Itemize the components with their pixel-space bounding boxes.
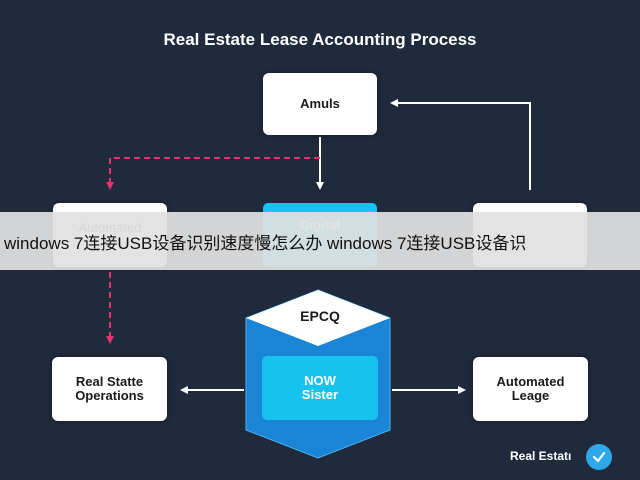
epcq-hexagon-top-face xyxy=(246,290,390,346)
node-now-sister: NOW Sister xyxy=(262,356,378,420)
watermark-banner: windows 7连接USB设备识别速度慢怎么办 windows 7连接USB设… xyxy=(0,212,640,270)
node-now-sister-label: NOW Sister xyxy=(301,373,339,402)
footer-label: Real Estatı xyxy=(510,449,572,463)
node-real-state-operations: Real Statte Operations xyxy=(52,357,167,421)
watermark-banner-text: windows 7连接USB设备识别速度慢怎么办 windows 7连接USB设… xyxy=(4,233,527,253)
node-epcq-label: EPCQ xyxy=(300,308,340,324)
dashed-arrow-to-automated xyxy=(106,157,320,190)
node-automated-lease: Automated Leage xyxy=(473,357,588,421)
node-automated-lease-label: Automated Leage xyxy=(496,374,565,403)
node-real-state-operations-label: Real Statte Operations xyxy=(75,374,144,403)
node-amuls: Amuls xyxy=(263,73,377,135)
check-circle-icon xyxy=(586,444,612,470)
node-amuls-label: Amuls xyxy=(300,96,340,111)
arrow-right-to-amuls xyxy=(390,99,531,190)
diagram-title: Real Estate Lease Accounting Process xyxy=(163,30,477,49)
